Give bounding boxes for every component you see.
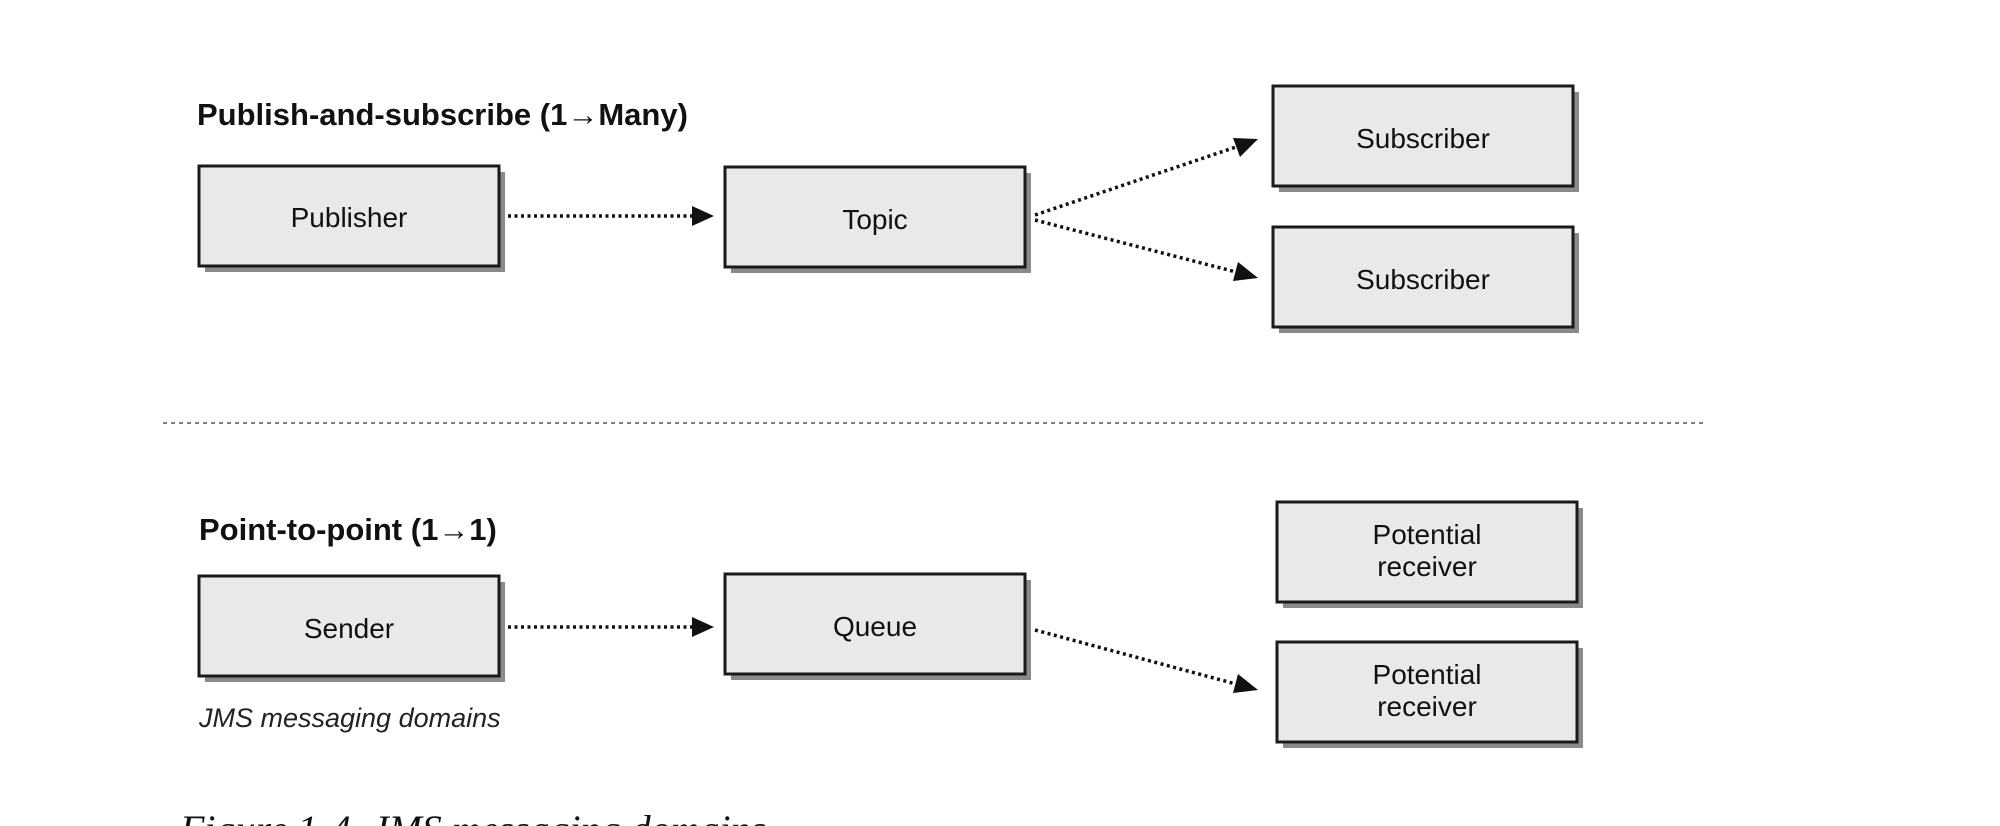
queue-to-receiver-2-arrowhead (1233, 674, 1258, 693)
subscriber-2-label: Subscriber (1356, 264, 1490, 295)
receiver-node-2: Potential receiver (1275, 640, 1583, 748)
topic-to-subscriber-2-arrowhead (1233, 262, 1258, 281)
topic-to-subscriber-2-arrow (1034, 218, 1237, 274)
topic-to-subscriber-1-arrow (1034, 145, 1237, 217)
sender-to-queue-arrowhead (692, 617, 714, 637)
publisher-to-topic-arrowhead (692, 206, 714, 226)
pubsub-section-title: Publish-and-subscribe (1→Many) (197, 97, 688, 132)
receiver-2-label-line-2: receiver (1377, 691, 1477, 722)
subscriber-node-2: Subscriber (1271, 225, 1579, 333)
subscriber-node-1: Subscriber (1271, 84, 1579, 192)
p2p-section-title: Point-to-point (1→1) (199, 512, 497, 547)
queue-label: Queue (833, 611, 917, 642)
p2p-caption: JMS messaging domains (198, 703, 501, 733)
sender-label: Sender (304, 613, 394, 644)
publisher-label: Publisher (291, 202, 408, 233)
receiver-1-label-line-1: Potential (1373, 519, 1482, 550)
publisher-node: Publisher (197, 164, 505, 272)
p2p-arrows (508, 617, 1258, 693)
sender-node: Sender (197, 574, 505, 682)
pubsub-arrows (508, 138, 1258, 281)
receiver-1-label-line-2: receiver (1377, 551, 1477, 582)
queue-node: Queue (723, 572, 1031, 680)
queue-to-receiver-2-arrow (1034, 628, 1237, 686)
topic-label: Topic (842, 204, 907, 235)
topic-to-subscriber-1-arrowhead (1233, 138, 1258, 157)
topic-node: Topic (723, 165, 1031, 273)
subscriber-1-label: Subscriber (1356, 123, 1490, 154)
receiver-2-label-line-1: Potential (1373, 659, 1482, 690)
figure-caption: Figure 1-4. JMS messaging domains (179, 807, 766, 826)
receiver-node-1: Potential receiver (1275, 500, 1583, 608)
